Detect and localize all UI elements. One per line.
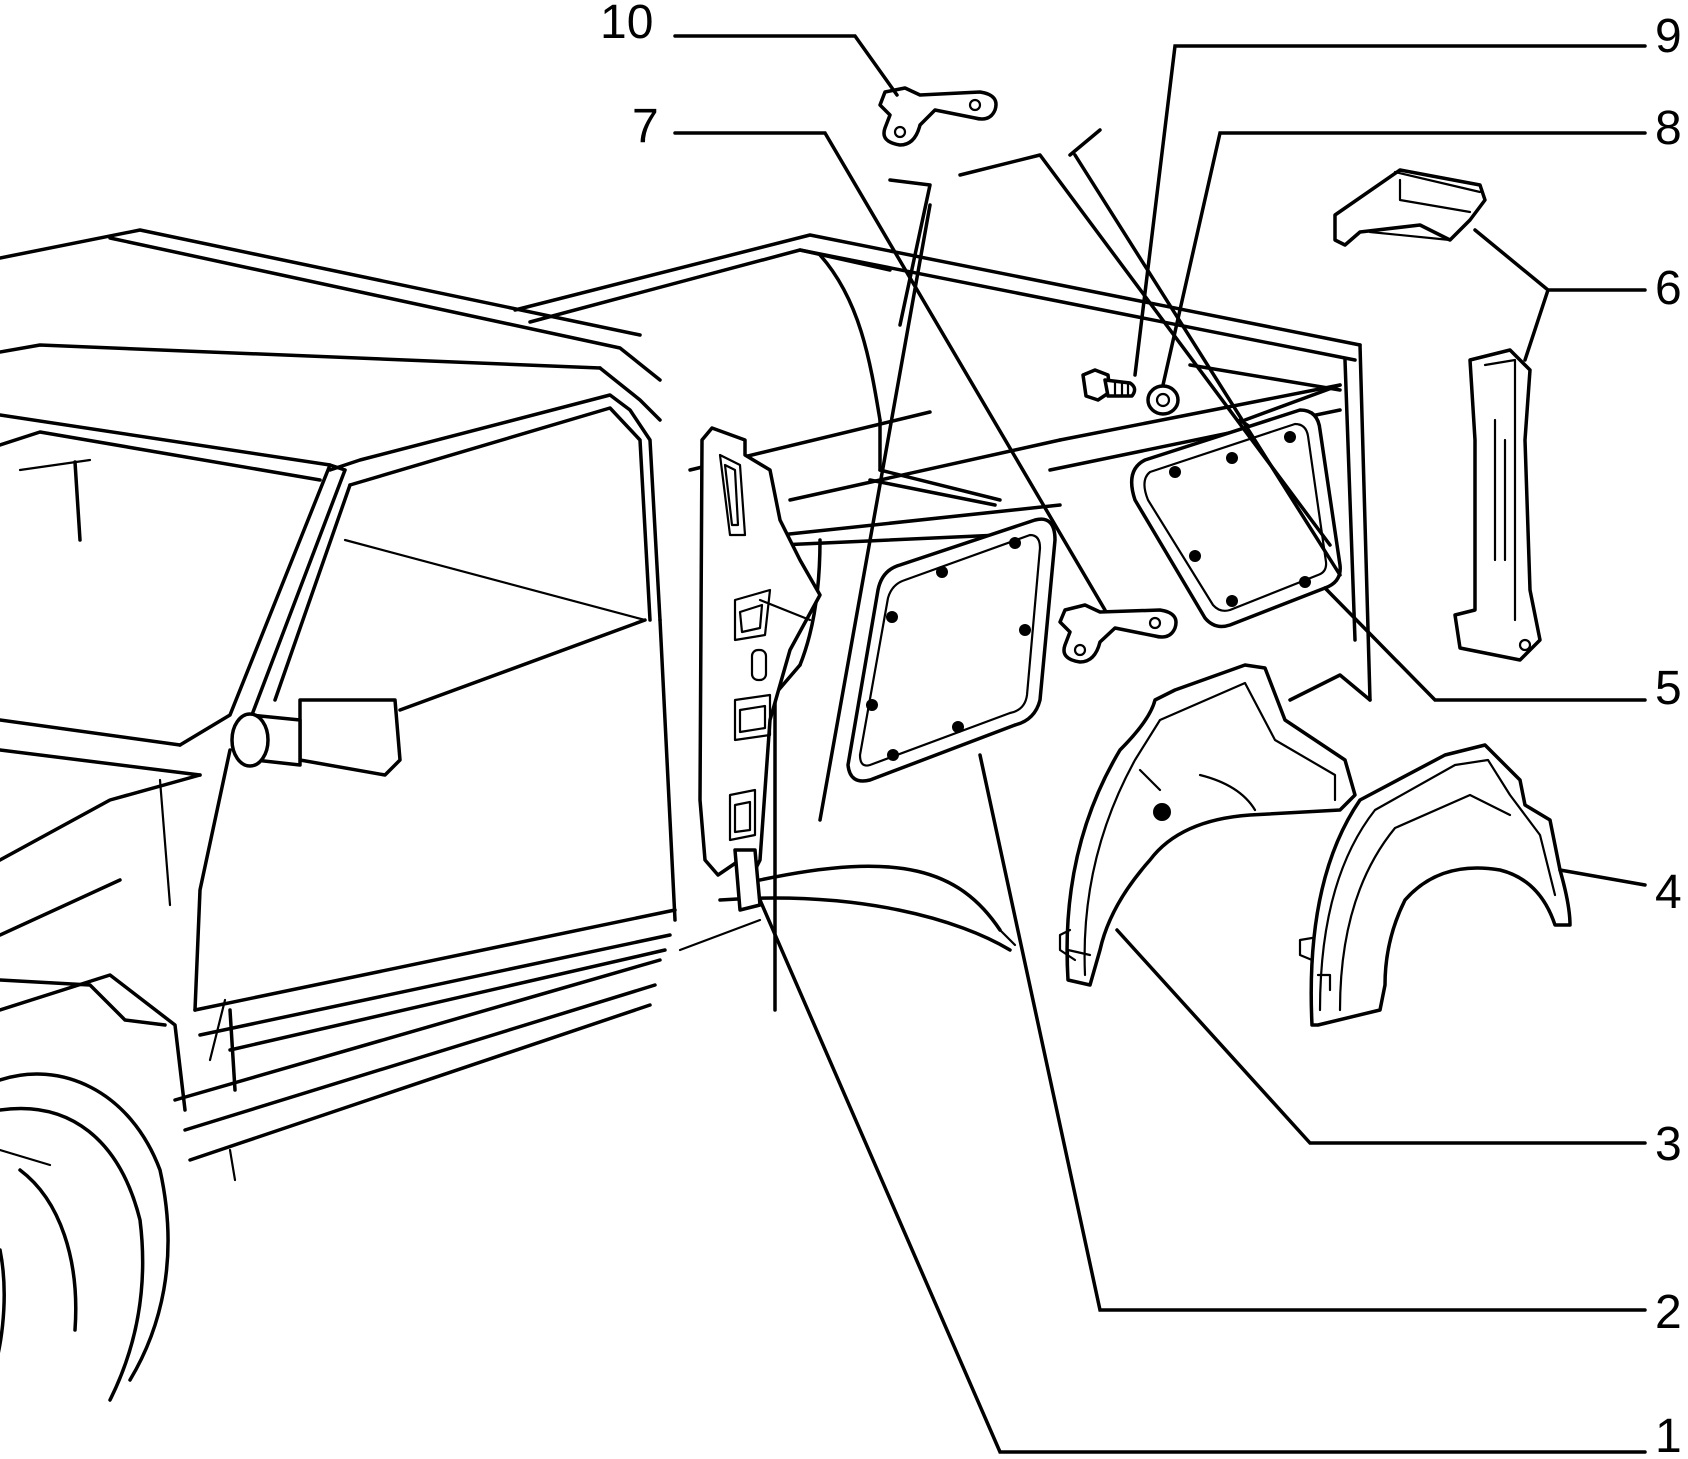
callout-1: 1 xyxy=(1655,1410,1682,1459)
callout-8: 8 xyxy=(1655,102,1682,155)
leader-8 xyxy=(1161,131,1647,387)
callout-6: 6 xyxy=(1655,262,1682,315)
callout-9: 9 xyxy=(1655,10,1682,63)
part-2-access-panel xyxy=(846,517,1057,783)
part-1-pillar-trim xyxy=(698,426,822,912)
part-6-upper-bracket xyxy=(1333,168,1487,247)
leader-10 xyxy=(673,34,899,97)
leader-2 xyxy=(978,753,1647,1312)
callout-2: 2 xyxy=(1655,1286,1682,1339)
part-8-washer xyxy=(1146,384,1180,416)
part-7-bracket xyxy=(1058,603,1178,664)
leader-3 xyxy=(1115,928,1647,1145)
leader-9 xyxy=(1133,44,1647,377)
leader-4 xyxy=(1558,868,1647,887)
callout-3: 3 xyxy=(1655,1118,1682,1171)
leader-7 xyxy=(673,131,1107,612)
part-10-bracket xyxy=(878,86,998,147)
callout-5: 5 xyxy=(1655,662,1682,715)
leader-5 xyxy=(1323,586,1647,702)
vehicle-body xyxy=(0,228,1372,1402)
part-3-wheel-arch xyxy=(1058,663,1357,987)
part-9-bolt xyxy=(1081,368,1137,402)
callout-4: 4 xyxy=(1655,866,1682,919)
part-4-wheel-arch xyxy=(1298,743,1572,1027)
leader-lines xyxy=(673,34,1647,1454)
callout-labels: 10 9 8 7 6 5 4 3 2 1 xyxy=(600,0,1682,1459)
callout-7: 7 xyxy=(632,100,659,153)
callout-10: 10 xyxy=(600,0,653,49)
part-6-lower-bracket xyxy=(1453,348,1542,662)
leader-6 xyxy=(1473,228,1647,362)
part-5-access-panel xyxy=(1129,408,1342,629)
leader-1 xyxy=(758,898,1647,1454)
